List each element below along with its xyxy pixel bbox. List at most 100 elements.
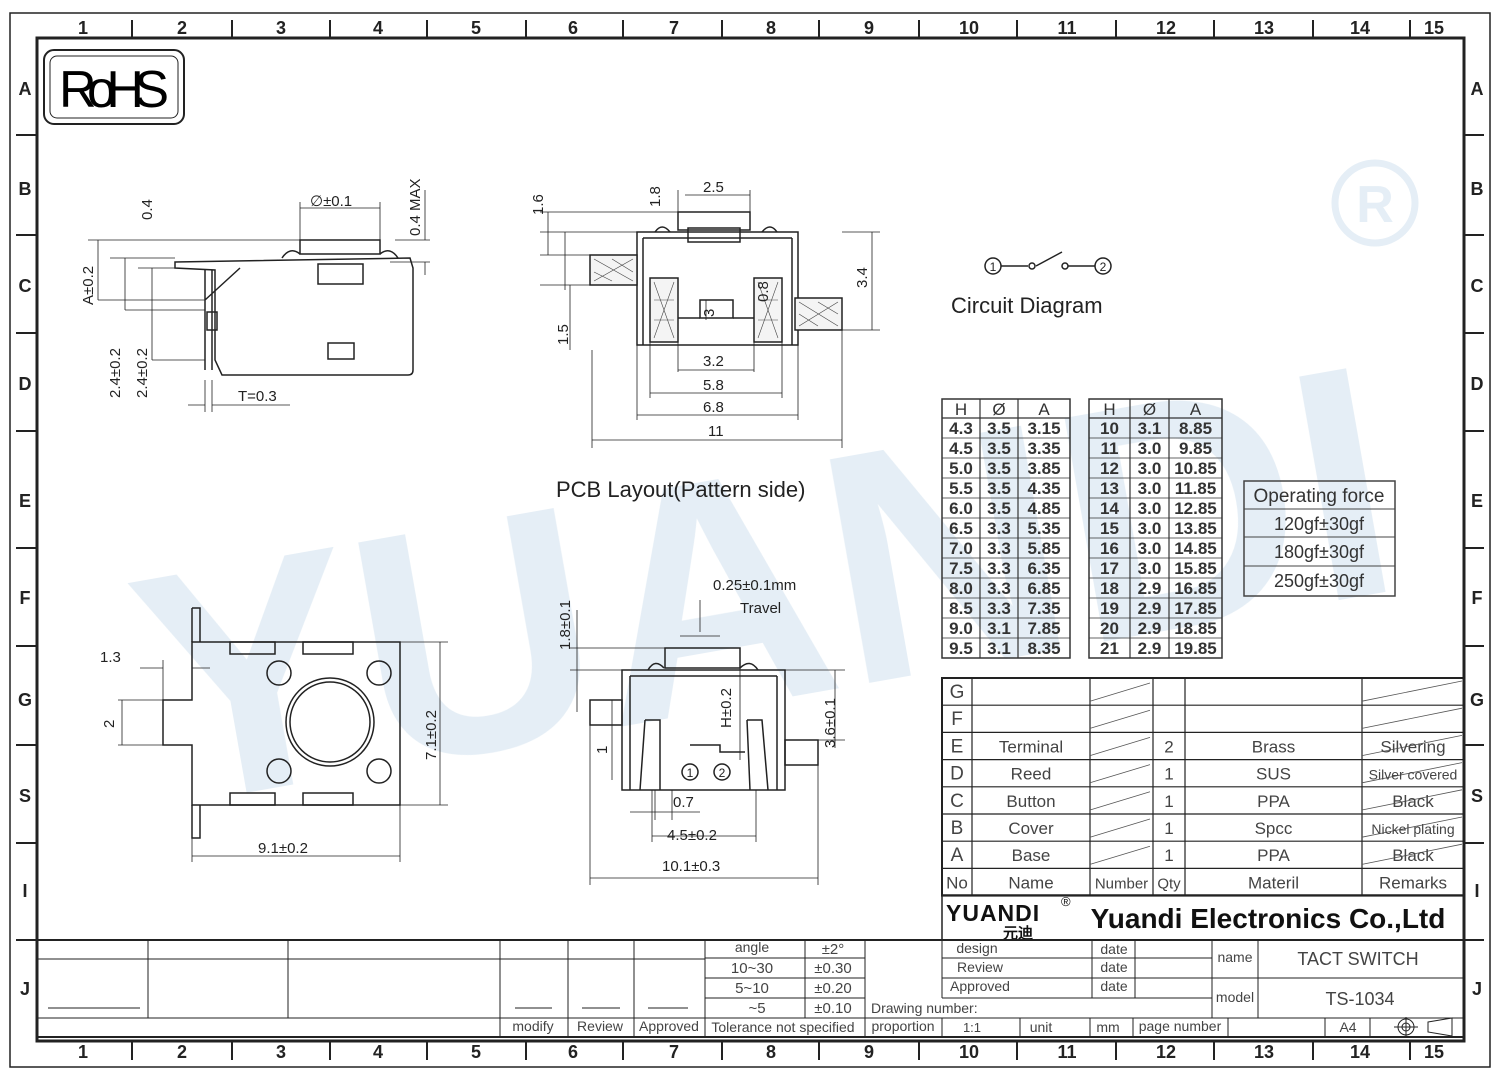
dim-diameter: ∅±0.1 <box>310 193 352 210</box>
frame-col-label-top: 11 <box>1057 18 1076 38</box>
dim-a: A±0.2 <box>80 266 97 305</box>
tb-range-3: ~5 <box>748 1000 765 1017</box>
tb-approved: Approved <box>639 1018 699 1034</box>
top-view-dims: 1.3 2 7.1±0.2 9.1±0.2 <box>100 649 440 857</box>
bom-header-cell: Qty <box>1157 875 1181 892</box>
size-table-cell-right: 3.0 <box>1138 499 1162 518</box>
size-table-cell-left: 7.35 <box>1027 599 1060 618</box>
size-table-cell-left: 5.0 <box>949 459 973 478</box>
size-table-cell-left: 6.0 <box>949 499 973 518</box>
frame-row-label-left: S <box>19 786 31 806</box>
front-pin-2: 2 <box>719 766 726 780</box>
front-pin-1: 1 <box>687 766 694 780</box>
bom-cell: Base <box>1012 846 1051 865</box>
size-table-cell-left: 8.5 <box>949 599 973 618</box>
size-table-cell-right: 16 <box>1100 539 1119 558</box>
dim-0-7: 0.7 <box>673 794 694 811</box>
size-table-cell-right: 2.9 <box>1138 639 1162 658</box>
size-table-cell-left: 5.5 <box>949 479 973 498</box>
tb-date-3: date <box>1100 978 1127 994</box>
bom-cell: Black <box>1392 846 1434 865</box>
size-table-cell-right: 3.1 <box>1138 419 1162 438</box>
bom-cell: 1 <box>1164 819 1173 838</box>
tb-date-2: date <box>1100 959 1127 975</box>
dim-9-1: 9.1±0.2 <box>258 840 308 857</box>
bom-header-cell: Materil <box>1248 873 1299 892</box>
frame-col-label-bottom: 5 <box>471 1042 481 1062</box>
tb-name-value: TACT SWITCH <box>1297 949 1418 969</box>
title-block <box>36 939 1465 1038</box>
bom-cell: 1 <box>1164 846 1173 865</box>
size-table-cell-left: 6.85 <box>1027 579 1060 598</box>
frame-row-label-right: I <box>1474 881 1479 901</box>
pcb-layout-dims: 1.6 1.8 2.5 3.4 1.5 0.8 3 3.2 5.8 6.8 11 <box>530 179 871 440</box>
frame-row-label-right: G <box>1470 690 1484 710</box>
size-table-cell-left: 9.5 <box>949 639 973 658</box>
frame-col-label-top: 10 <box>959 18 979 38</box>
tb-unit: unit <box>1030 1019 1053 1035</box>
size-table-cell-right: 21 <box>1100 639 1119 658</box>
frame-row-label-left: A <box>19 79 32 99</box>
pcb-layout-title: PCB Layout(Pattern side) <box>556 477 805 502</box>
bom-cell: D <box>950 764 964 785</box>
frame-col-label-bottom: 6 <box>568 1042 578 1062</box>
bom-cell: Cover <box>1008 819 1054 838</box>
bom-header-cell: Remarks <box>1379 873 1447 892</box>
bom-cell: Spcc <box>1255 819 1293 838</box>
circuit-pin-2: 2 <box>1100 260 1107 274</box>
size-table-cell-left: 4.3 <box>949 419 973 438</box>
size-table-header-right: A <box>1190 400 1202 419</box>
size-table-cell-right: 8.85 <box>1179 419 1212 438</box>
frame-col-label-top: 2 <box>177 18 187 38</box>
size-table-cell-right: 17 <box>1100 559 1119 578</box>
size-table-cell-left: 5.85 <box>1027 539 1060 558</box>
size-table-cell-right: 12.85 <box>1174 499 1217 518</box>
frame-row-label-right: E <box>1471 491 1483 511</box>
bom-cell: Terminal <box>999 737 1063 756</box>
size-table-cell-right: 19 <box>1100 599 1119 618</box>
dim-5-8: 5.8 <box>703 377 724 394</box>
size-table-cell-left: 4.35 <box>1027 479 1060 498</box>
size-table-cell-right: 17.85 <box>1174 599 1217 618</box>
frame-col-label-bottom: 2 <box>177 1042 187 1062</box>
tb-approved2: Approved <box>950 978 1010 994</box>
frame-row-label-right: A <box>1471 79 1484 99</box>
tb-scale: 1:1 <box>963 1020 981 1035</box>
frame-col-label-bottom: 13 <box>1254 1042 1274 1062</box>
frame-col-label-top: 1 <box>78 18 88 38</box>
dim-11: 11 <box>708 423 724 440</box>
bom-cell: Brass <box>1252 737 1295 756</box>
size-table-cell-left: 3.35 <box>1027 439 1060 458</box>
size-table-cell-right: 2.9 <box>1138 619 1162 638</box>
dim-7-1: 7.1±0.2 <box>423 710 440 760</box>
dim-1-8-front: 1.8±0.1 <box>557 600 574 650</box>
tb-design: design <box>956 940 997 956</box>
frame-col-label-top: 5 <box>471 18 481 38</box>
bom-cell: PPA <box>1257 792 1290 811</box>
dim-travel-distance: 0.25±0.1mm <box>713 577 796 594</box>
bom-header-cell: Name <box>1008 873 1053 892</box>
frame-row-label-left: G <box>18 690 32 710</box>
bom-cell: G <box>950 682 965 703</box>
bom-header-cell: Number <box>1095 875 1148 892</box>
bom-cell: Nickel plating <box>1371 821 1454 837</box>
dim-h: H±0.2 <box>718 688 735 728</box>
tb-model-label: model <box>1216 989 1254 1005</box>
frame-col-label-top: 6 <box>568 18 578 38</box>
size-table-cell-right: 2.9 <box>1138 579 1162 598</box>
frame-col-label-bottom: 1 <box>78 1042 88 1062</box>
frame-col-label-bottom: 4 <box>373 1042 383 1062</box>
frame-col-label-top: 4 <box>373 18 383 38</box>
size-table-cell-left: 7.0 <box>949 539 973 558</box>
rohs-mark: RoHS <box>43 49 185 125</box>
top-view <box>118 607 448 862</box>
tb-mm: mm <box>1096 1019 1119 1035</box>
dim-0-8: 0.8 <box>755 281 772 302</box>
dim-1-3: 1.3 <box>100 649 121 666</box>
title-block-text: modify Review Approved angle ±2° 10~30 ±… <box>512 939 1418 1035</box>
size-table-cell-left: 3.15 <box>1027 419 1060 438</box>
frame-row-label-left: F <box>20 588 31 608</box>
frame-row-label-right: D <box>1471 374 1484 394</box>
dim-top-thickness: 0.4 <box>139 199 156 220</box>
